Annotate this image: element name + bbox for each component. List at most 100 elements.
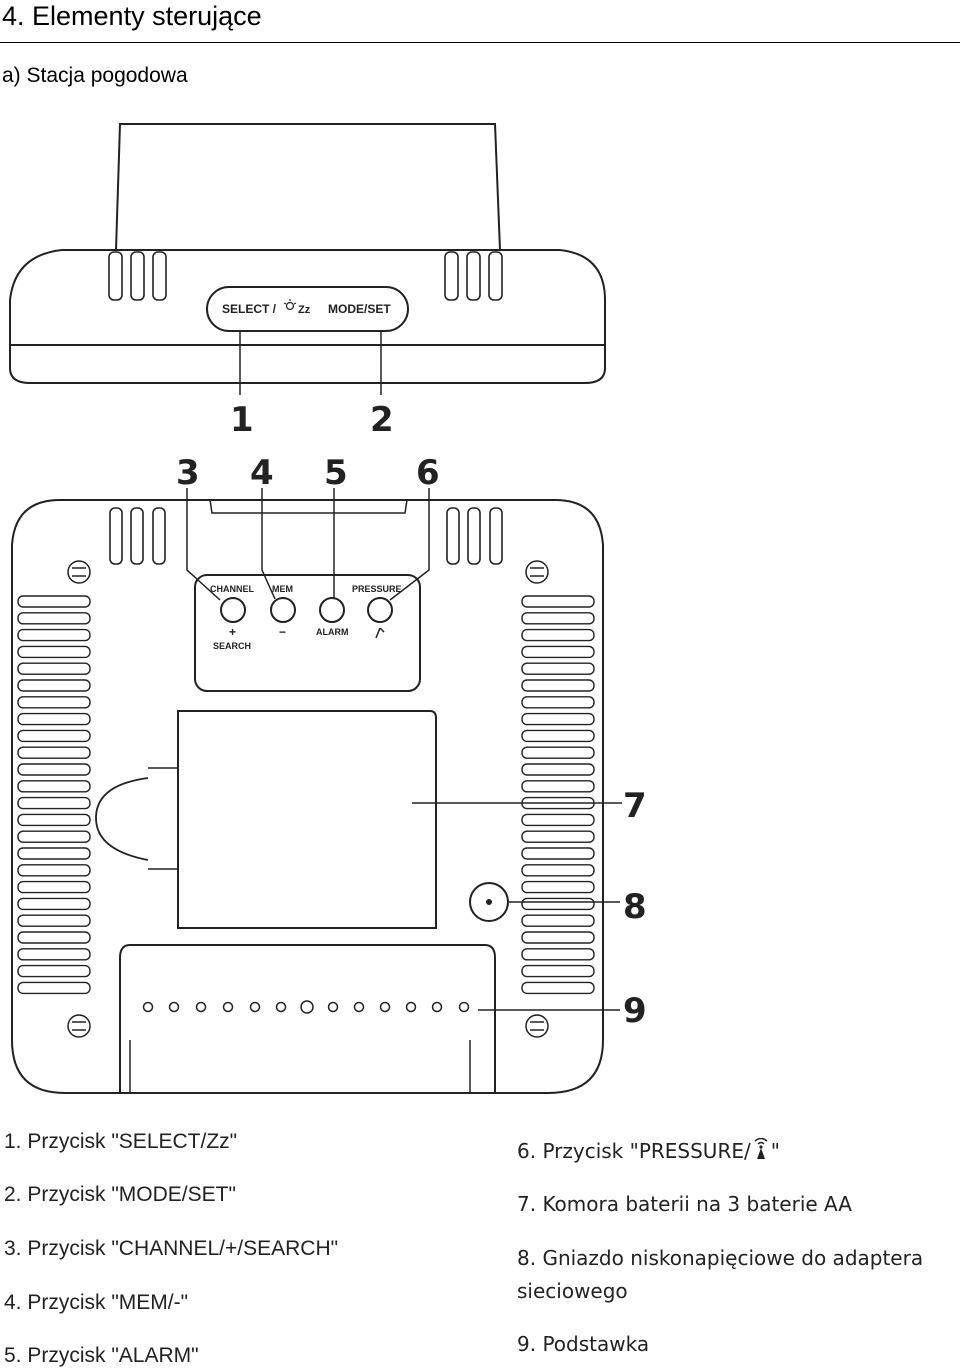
label-pressure: PRESSURE <box>352 584 402 594</box>
back-top-vents <box>109 507 503 565</box>
vent-slot <box>521 662 595 675</box>
callout-line-4 <box>261 488 276 600</box>
vent-slot <box>521 914 595 927</box>
back-button-panel <box>194 574 421 692</box>
label-mem: MEM <box>272 584 293 594</box>
vent-slot <box>17 948 91 961</box>
vent-slot <box>17 645 91 659</box>
callout-8: 8 <box>623 887 647 927</box>
legend-item-9: 9. Podstawka <box>517 1332 650 1356</box>
channel-button <box>220 597 246 623</box>
stand <box>119 944 496 1093</box>
callout-5: 5 <box>324 453 348 493</box>
vent-slot <box>521 746 595 759</box>
label-modeset: MODE/SET <box>328 302 391 316</box>
light-icon <box>283 299 297 311</box>
callout-3: 3 <box>176 453 200 493</box>
label-channel: CHANNEL <box>210 584 255 594</box>
vent-slot <box>17 880 91 894</box>
vent-slot <box>521 981 595 995</box>
battery-compartment <box>177 710 437 929</box>
legend-item-1: 1. Przycisk "SELECT/Zz" <box>4 1130 238 1153</box>
label-minus: − <box>279 625 286 639</box>
callout-1: 1 <box>230 400 254 440</box>
alarm-button <box>319 597 345 623</box>
vent-slot <box>17 780 91 793</box>
mem-button <box>270 597 296 623</box>
station-top-base <box>9 345 606 384</box>
callout-2: 2 <box>370 400 394 440</box>
vent-slot <box>17 830 91 843</box>
display-panel <box>114 123 502 251</box>
legend-item-4: 4. Przycisk "MEM/-" <box>4 1291 189 1314</box>
vent-slot <box>521 813 595 827</box>
vent-slot <box>521 847 595 860</box>
legend-item-8: 8. Gniazdo niskonapięciowe do adaptera <box>517 1246 924 1270</box>
wireless-signal-icon <box>754 1138 768 1159</box>
legend-item-6-text: 6. Przycisk "PRESSURE/ <box>517 1139 751 1163</box>
top-button-strip <box>206 286 409 332</box>
vent-slot <box>521 948 595 961</box>
vent-slot <box>521 964 595 978</box>
screw-icon <box>67 560 549 1038</box>
callout-line-3 <box>186 488 221 601</box>
vent-slot <box>521 679 595 692</box>
pressure-button <box>367 597 393 623</box>
vent-slot <box>17 662 91 675</box>
callout-7: 7 <box>623 786 647 826</box>
vent-slot <box>17 696 91 709</box>
label-plus: + <box>229 625 236 639</box>
vent-slot <box>521 645 595 659</box>
antenna-icon <box>375 627 385 639</box>
weather-station-diagram: SELECT / Zz MODE/SET 1 2 3 4 5 6 7 8 9 <box>9 123 647 1094</box>
callout-4: 4 <box>250 453 274 493</box>
legend-item-6: 6. Przycisk "PRESSURE/ " <box>517 1138 780 1164</box>
vent-slot <box>17 897 91 911</box>
callout-9: 9 <box>623 991 647 1031</box>
vent-slot <box>17 712 91 726</box>
vent-slot <box>17 612 91 625</box>
vent-slot <box>521 780 595 793</box>
vent-slot <box>521 712 595 726</box>
subsection-heading: a) Stacja pogodowa <box>2 64 188 87</box>
vent-slot <box>521 880 595 894</box>
vent-slot <box>17 864 91 877</box>
vent-slot <box>17 847 91 860</box>
vent-slot <box>17 931 91 944</box>
top-vent-slots <box>108 251 503 301</box>
callout-6: 6 <box>416 453 440 493</box>
legend-item-6-suffix: " <box>770 1139 780 1163</box>
label-zz: Zz <box>298 304 311 316</box>
vent-slot <box>521 931 595 944</box>
legend-item-5: 5. Przycisk "ALARM" <box>4 1344 199 1367</box>
vent-slot <box>521 864 595 877</box>
heading-rule <box>0 42 960 43</box>
section-heading: 4. Elementy sterujące <box>2 1 262 31</box>
stand-holes <box>142 1000 470 1014</box>
back-top-notch <box>209 499 408 514</box>
station-back-body <box>11 499 604 1094</box>
vent-slot <box>17 796 91 810</box>
vent-slot <box>17 679 91 692</box>
vent-slot <box>17 813 91 827</box>
vent-slot <box>17 981 91 995</box>
vent-slot <box>521 696 595 709</box>
vent-slot <box>17 914 91 927</box>
side-vent-slots <box>17 595 595 995</box>
label-select: SELECT / <box>222 302 277 316</box>
legend-item-8-cont: sieciowego <box>517 1279 628 1303</box>
callout-line-6 <box>389 488 430 601</box>
vent-slot <box>521 595 595 608</box>
vent-slot <box>17 729 91 743</box>
vent-slot <box>17 746 91 759</box>
vent-slot <box>521 763 595 776</box>
legend-item-7: 7. Komora baterii na 3 baterie AA <box>517 1192 852 1216</box>
vent-slot <box>521 612 595 625</box>
vent-slot <box>521 830 595 843</box>
vent-slot <box>17 628 91 642</box>
vent-slot <box>17 964 91 978</box>
vent-slot <box>17 763 91 776</box>
vent-slot <box>521 796 595 810</box>
vent-slot <box>17 595 91 608</box>
label-alarm: ALARM <box>316 627 349 637</box>
